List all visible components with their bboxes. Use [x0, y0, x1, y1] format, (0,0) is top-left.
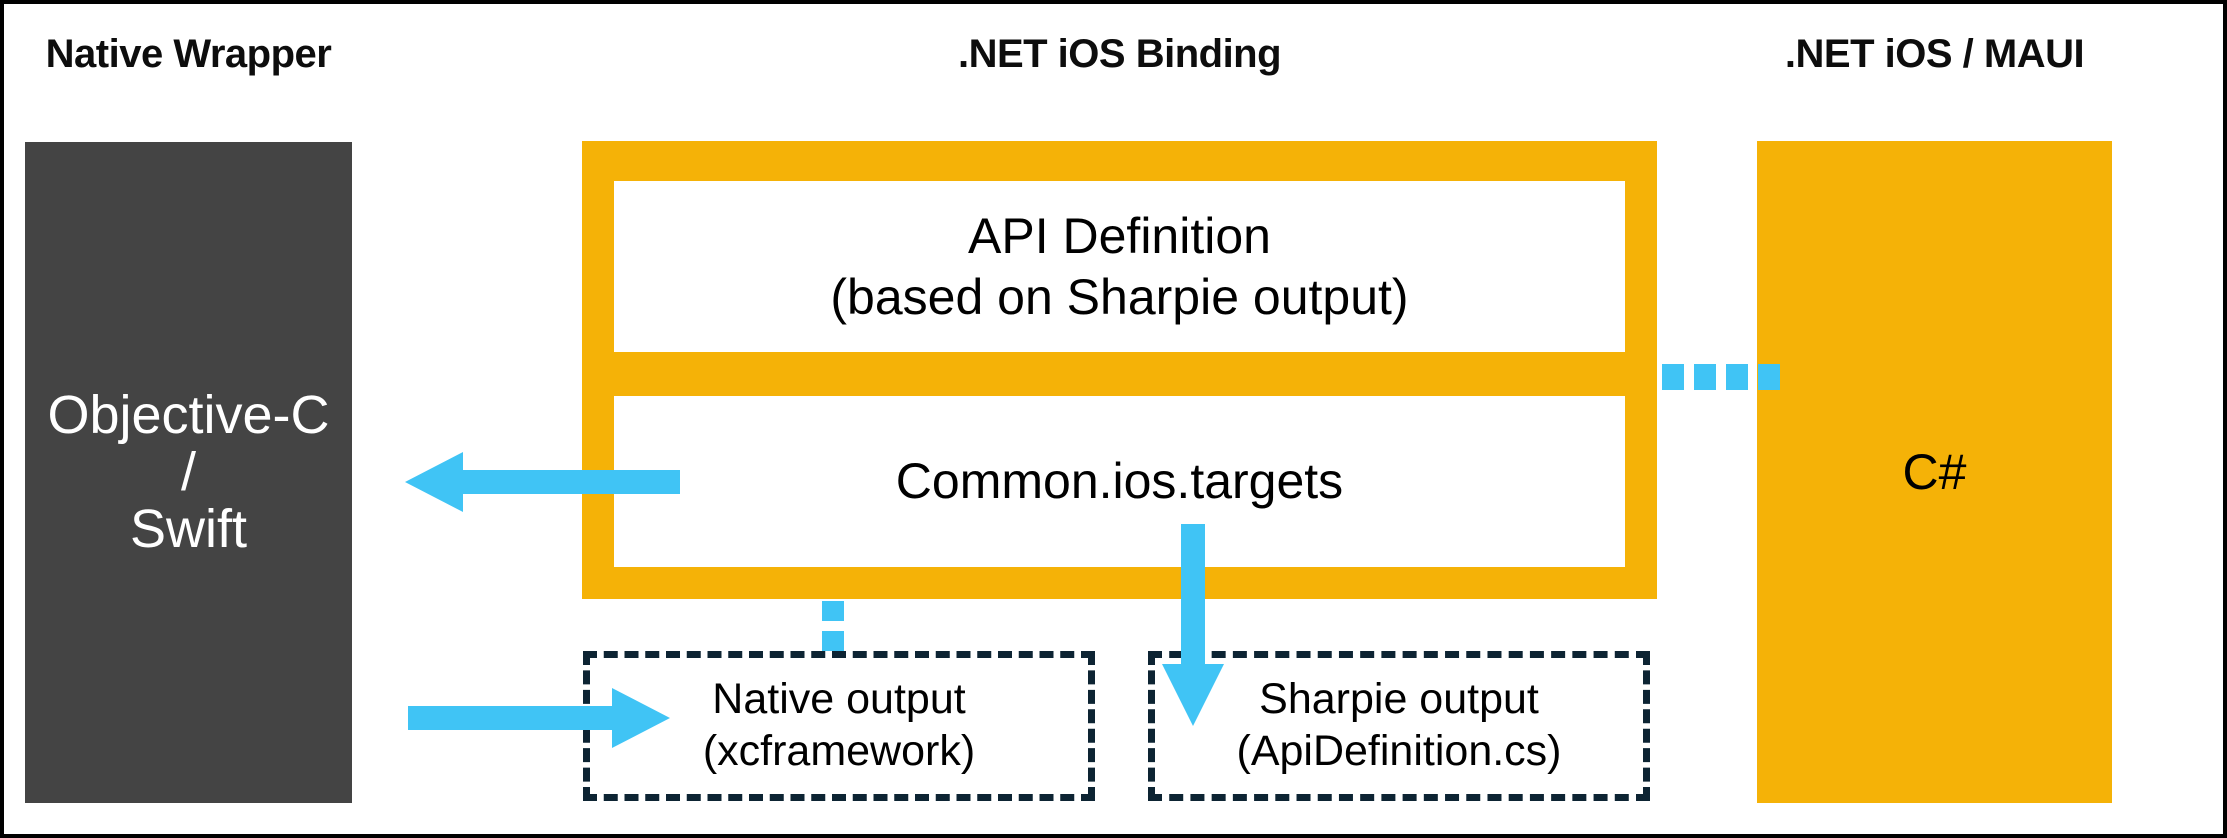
- maui-panel: C#: [1757, 141, 2112, 803]
- common-ios-targets-box: Common.ios.targets: [614, 396, 1625, 567]
- column-header-dotnet-ios-maui: .NET iOS / MAUI: [1784, 32, 2085, 76]
- api-definition-label: API Definition (based on Sharpie output): [830, 207, 1409, 325]
- api-definition-box: API Definition (based on Sharpie output): [614, 181, 1625, 352]
- dotted-connector-dot: [822, 631, 844, 651]
- native-output-box: Native output (xcframework): [583, 651, 1095, 801]
- dotted-connector-dot: [822, 601, 844, 621]
- dotted-connector-dot: [1758, 364, 1780, 390]
- native-wrapper-label: Objective-C / Swift: [47, 384, 330, 560]
- column-header-dotnet-ios-binding: .NET iOS Binding: [957, 32, 1282, 76]
- common-ios-targets-label: Common.ios.targets: [895, 453, 1344, 509]
- column-header-native-wrapper: Native Wrapper: [45, 32, 332, 76]
- dotted-connector-dot: [1694, 364, 1716, 390]
- sharpie-output-box: Sharpie output (ApiDefinition.cs): [1148, 651, 1650, 801]
- csharp-label: C#: [1902, 443, 1967, 500]
- dotted-connector-binding-to-native-output: [822, 601, 848, 651]
- sharpie-output-label: Sharpie output (ApiDefinition.cs): [1236, 675, 1562, 775]
- arrow-native-wrapper-to-native-output: [408, 688, 670, 748]
- binding-container-panel: API Definition (based on Sharpie output)…: [582, 141, 1657, 599]
- native-wrapper-panel: Objective-C / Swift: [25, 142, 352, 803]
- dotted-connector-dot: [1726, 364, 1748, 390]
- dotted-connector-binding-to-maui: [1662, 364, 1780, 392]
- arrow-targets-to-sharpie-output: [1162, 524, 1224, 726]
- native-output-label: Native output (xcframework): [702, 675, 976, 775]
- arrow-targets-to-native-wrapper: [405, 452, 680, 512]
- dotted-connector-dot: [1662, 364, 1684, 390]
